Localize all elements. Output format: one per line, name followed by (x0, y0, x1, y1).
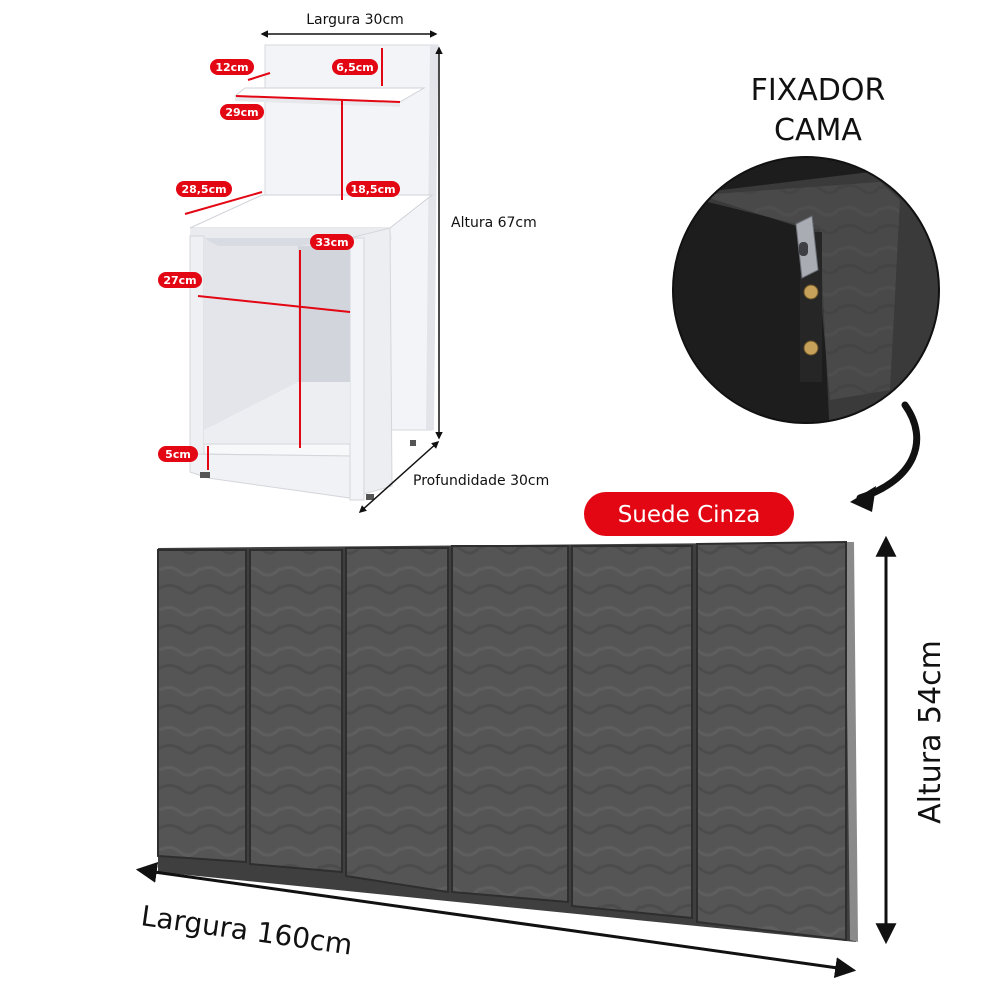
dim-tag-niche-height: 27cm (158, 272, 202, 288)
nightstand-height-label: Altura 67cm (451, 215, 537, 231)
headboard-panel (249, 549, 343, 874)
svg-text:28,5cm: 28,5cm (181, 183, 226, 196)
fixer-title-line2: CAMA (774, 113, 862, 148)
nightstand-dimension-lines (184, 48, 401, 470)
svg-text:33cm: 33cm (315, 236, 348, 249)
fixer-title-line1: FIXADOR (751, 73, 886, 108)
headboard-panel (157, 549, 247, 864)
svg-text:Suede Cinza: Suede Cinza (618, 502, 761, 528)
nightstand-depth-label: Profundidade 30cm (413, 473, 549, 489)
headboard-illustration (157, 540, 858, 942)
headboard-width-arrow (135, 861, 857, 979)
svg-text:5cm: 5cm (165, 448, 191, 461)
headboard-width-label: Largura 160cm (139, 899, 355, 961)
dim-tag-back-height: 18,5cm (346, 181, 400, 197)
headboard-panel (696, 540, 847, 942)
svg-text:29cm: 29cm (225, 106, 258, 119)
nightstand-illustration (189, 44, 439, 501)
dim-tag-niche-width: 33cm (310, 234, 354, 250)
dim-tag-top-depth: 28,5cm (176, 181, 232, 197)
dim-tag-feet: 5cm (158, 446, 198, 462)
svg-text:6,5cm: 6,5cm (336, 61, 373, 74)
dim-tag-shelf-height: 6,5cm (332, 59, 378, 75)
headboard-panel (451, 545, 569, 904)
nightstand-depth-arrow (358, 440, 440, 514)
headboard-height-label: Altura 54cm (913, 640, 948, 824)
svg-text:12cm: 12cm (215, 61, 248, 74)
svg-text:27cm: 27cm (163, 274, 196, 287)
svg-text:18,5cm: 18,5cm (350, 183, 395, 196)
headboard-panel (345, 547, 449, 894)
dim-tag-shelf-width: 12cm (210, 59, 254, 75)
color-badge: Suede Cinza (584, 492, 794, 536)
nightstand-width-label: Largura 30cm (306, 12, 404, 28)
fixer-detail-image (672, 156, 940, 424)
curved-arrow-icon (850, 401, 921, 512)
dim-tag-shelf-length: 29cm (220, 104, 264, 120)
headboard-panel (571, 545, 693, 920)
